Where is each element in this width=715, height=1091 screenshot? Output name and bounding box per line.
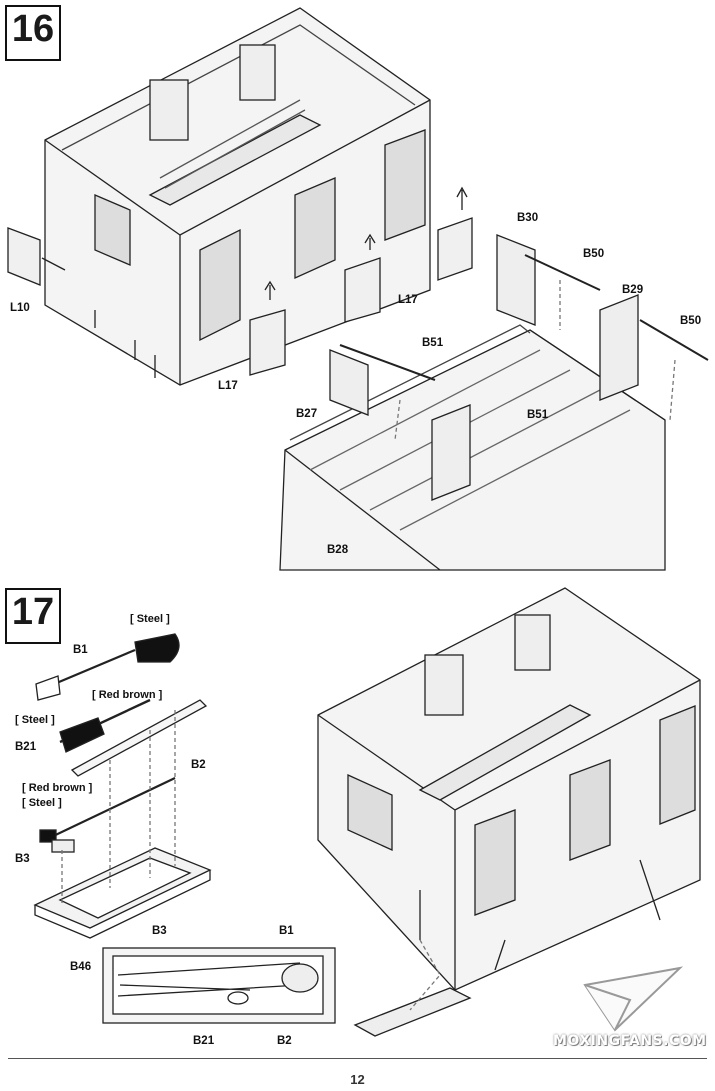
label-B50-top: B50 [583, 248, 605, 260]
label-B28: B28 [327, 544, 349, 556]
note-red-brown-1: [ Red brown ] [92, 689, 163, 701]
label-B27: B27 [296, 408, 318, 420]
step-17-illustration [33, 587, 701, 1037]
label-B2: B2 [191, 759, 206, 771]
inset-label-B2: B2 [277, 1035, 292, 1047]
label-B1: B1 [73, 644, 88, 656]
label-L17-left: L17 [218, 380, 238, 392]
watermark-text: MOXINGFANS.COM [553, 1033, 707, 1049]
note-steel-top: [ Steel ] [130, 613, 170, 625]
step-17-number: 17 [5, 588, 61, 644]
note-steel-bottom: [ Steel ] [22, 797, 62, 809]
label-B51-mid: B51 [527, 409, 549, 421]
label-B3: B3 [15, 853, 30, 865]
label-B51-top: B51 [422, 337, 444, 349]
step-16-number: 16 [5, 5, 61, 61]
note-red-brown-2: [ Red brown ] [22, 782, 93, 794]
label-B21: B21 [15, 741, 37, 753]
label-L17-right: L17 [398, 294, 418, 306]
footer-divider [8, 1058, 707, 1059]
inset-label-B21: B21 [193, 1035, 215, 1047]
label-B50-right: B50 [680, 315, 702, 327]
label-B30: B30 [517, 212, 539, 224]
inset-label-B1: B1 [279, 925, 294, 937]
label-B29: B29 [622, 284, 644, 296]
step-16-illustration [7, 7, 709, 571]
page-number: 12 [350, 1072, 365, 1087]
label-L10: L10 [10, 302, 30, 314]
inset-label-B3: B3 [152, 925, 167, 937]
note-steel-mid: [ Steel ] [15, 714, 55, 726]
label-B46: B46 [70, 961, 92, 973]
